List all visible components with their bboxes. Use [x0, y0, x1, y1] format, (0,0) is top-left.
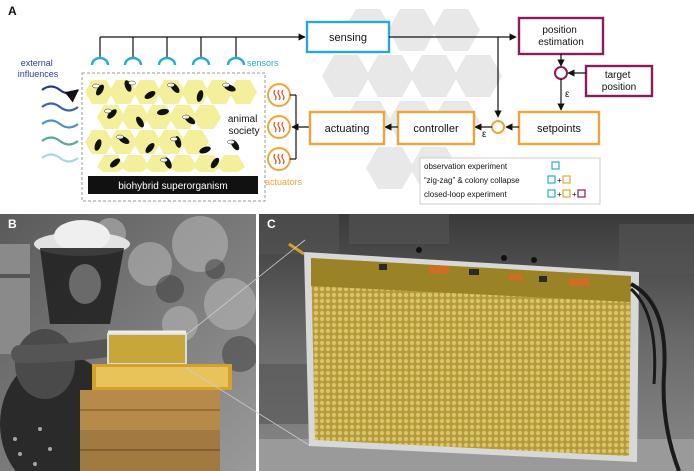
epsilon-top: ε — [565, 89, 570, 100]
actuating-box — [308, 110, 386, 146]
legend-plus: + — [557, 190, 562, 199]
controller-label: controller — [413, 123, 459, 135]
external-influence-waves — [41, 85, 80, 163]
actuator-icons — [267, 83, 291, 171]
superorganism-frame — [81, 72, 266, 202]
comb-device-photo-svg: C — [259, 214, 694, 471]
panel-label-c: C — [267, 217, 276, 231]
comb-with-bees — [85, 80, 257, 172]
controller-box — [396, 110, 476, 146]
epsilon-bottom: ε — [482, 129, 487, 140]
sensors-label: sensors — [247, 58, 279, 68]
legend-marker-purple — [577, 189, 586, 198]
panel-label-b: B — [8, 217, 17, 231]
comb-device-photo: C — [259, 214, 694, 471]
target-position-label: target position — [602, 70, 636, 93]
legend-marker-cyan — [547, 175, 556, 184]
position-estimation-label: position estimation — [538, 25, 584, 48]
actuator-bus — [290, 94, 310, 160]
legend-marker-cyan — [551, 161, 560, 170]
experiment-legend: observation experiment “zig-zag” & colon… — [419, 157, 601, 205]
superorganism-label-bg — [88, 176, 258, 194]
sensor-icons — [90, 56, 246, 66]
legend-marker-cyan — [547, 189, 556, 198]
sensing-connections — [389, 33, 517, 118]
diagram-svg: A sensors external influences — [8, 4, 654, 205]
legend-marker-orange — [562, 189, 571, 198]
biohybrid-superorganism-label: biohybrid superorganism — [118, 181, 228, 192]
actuating-label: actuating — [325, 123, 370, 135]
external-influences-label: external influences — [18, 58, 59, 79]
target-position-box — [584, 64, 654, 98]
position-estimation-box — [517, 16, 605, 56]
panel-label-a: A — [8, 4, 17, 18]
top-comparator-icon — [554, 66, 568, 80]
sensor-bus — [99, 33, 306, 57]
legend-marker-orange — [562, 175, 571, 184]
panel-a-diagram: A sensors external influences — [0, 0, 694, 211]
legend-item-closed-loop: closed-loop experiment — [424, 190, 507, 199]
beekeeper-photo-svg: B — [0, 214, 256, 471]
bottom-comparator-icon — [491, 120, 505, 134]
legend-plus: + — [557, 176, 562, 185]
setpoints-label: setpoints — [537, 123, 582, 135]
beekeeper-photo: B — [0, 214, 256, 471]
legend-item-zigzag: “zig-zag” & colony collapse — [424, 176, 520, 185]
setpoints-box — [517, 110, 601, 146]
actuators-label: actuators — [265, 177, 303, 187]
animal-society-label: animal society — [228, 114, 260, 137]
legend-plus: + — [572, 190, 577, 199]
legend-item-observation: observation experiment — [424, 162, 508, 171]
sensing-label: sensing — [329, 32, 367, 44]
